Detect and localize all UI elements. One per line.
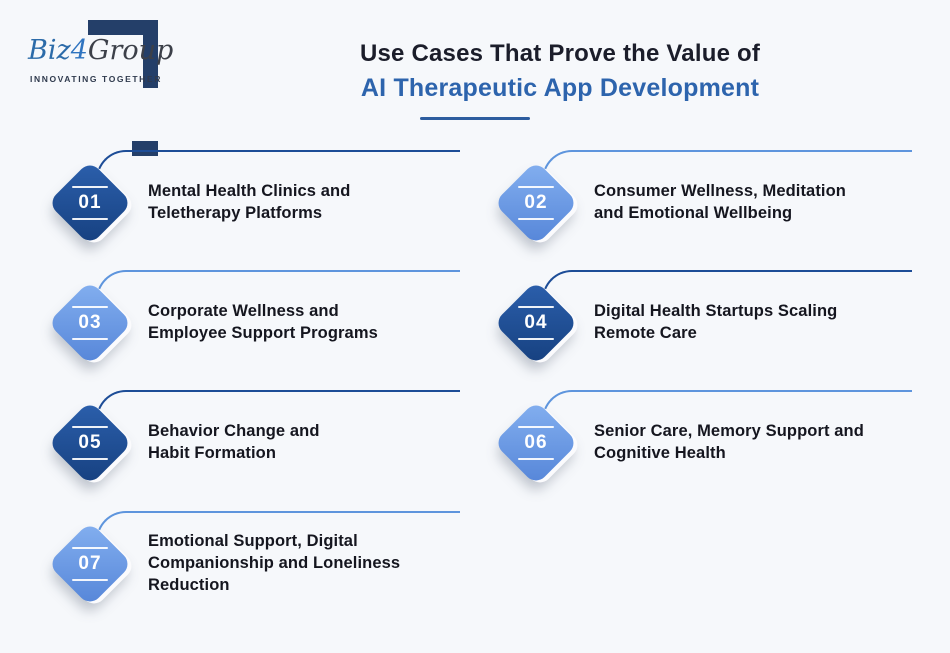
page-title-line1: Use Cases That Prove the Value of xyxy=(359,40,761,67)
number-rule-top xyxy=(72,547,108,549)
brand-name: Biz4Group xyxy=(28,36,173,66)
use-case-label: Consumer Wellness, Meditation and Emotio… xyxy=(594,182,846,222)
number-rule-top xyxy=(518,426,554,428)
brand-name-part2: 4 xyxy=(70,35,88,66)
use-case-label: Digital Health Startups Scaling Remote C… xyxy=(594,302,838,342)
diamond-number-block: 06 xyxy=(506,413,566,473)
use-case-number: 01 xyxy=(78,192,102,213)
use-case-label: Senior Care, Memory Support and Cognitiv… xyxy=(594,422,864,462)
number-rule-bottom xyxy=(518,218,554,220)
number-diamond: 01 xyxy=(47,160,137,248)
number-rule-bottom xyxy=(72,579,108,581)
use-case-number: 02 xyxy=(524,192,548,213)
number-rule-bottom xyxy=(72,218,108,220)
use-case-number: 06 xyxy=(524,432,548,453)
number-rule-top xyxy=(72,306,108,308)
number-rule-bottom xyxy=(518,458,554,460)
number-rule-bottom xyxy=(518,338,554,340)
diamond-number-block: 05 xyxy=(60,413,120,473)
brand-name-part3: Group xyxy=(87,35,174,66)
diamond-number-block: 03 xyxy=(60,293,120,353)
use-case-number: 07 xyxy=(78,553,102,574)
number-diamond: 04 xyxy=(493,280,583,368)
number-diamond: 03 xyxy=(47,280,137,368)
title-underline xyxy=(420,117,530,120)
logo-bracket-foot xyxy=(132,141,158,156)
use-case-label: Corporate Wellness and Employee Support … xyxy=(148,302,378,342)
number-diamond: 05 xyxy=(47,400,137,488)
brand-tagline: INNOVATING TOGETHER xyxy=(30,74,162,84)
use-case-label: Behavior Change and Habit Formation xyxy=(148,422,320,462)
use-case-label: Mental Health Clinics and Teletherapy Pl… xyxy=(148,182,351,222)
logo-bracket-shape xyxy=(88,20,158,156)
page-title: Use Cases That Prove the Value of AI The… xyxy=(170,40,950,103)
number-rule-top xyxy=(518,186,554,188)
number-rule-top xyxy=(72,426,108,428)
use-case-item-05: 05 Behavior Change and Habit Formation xyxy=(28,390,468,508)
use-case-item-04: 04 Digital Health Startups Scaling Remot… xyxy=(474,270,914,388)
diamond-number-block: 01 xyxy=(60,173,120,233)
page-title-line2: AI Therapeutic App Development xyxy=(360,74,760,102)
diamond-number-block: 02 xyxy=(506,173,566,233)
number-rule-bottom xyxy=(72,338,108,340)
use-case-number: 03 xyxy=(78,312,102,333)
number-rule-top xyxy=(72,186,108,188)
use-case-item-03: 03 Corporate Wellness and Employee Suppo… xyxy=(28,270,468,388)
use-case-item-06: 06 Senior Care, Memory Support and Cogni… xyxy=(474,390,914,508)
use-case-item-07: 07 Emotional Support, Digital Companions… xyxy=(28,511,468,629)
use-case-item-02: 02 Consumer Wellness, Meditation and Emo… xyxy=(474,150,914,268)
number-diamond: 02 xyxy=(493,160,583,248)
number-diamond: 06 xyxy=(493,400,583,488)
brand-name-part1: Biz xyxy=(28,35,71,66)
use-case-label: Emotional Support, Digital Companionship… xyxy=(148,532,401,594)
use-case-item-01: 01 Mental Health Clinics and Teletherapy… xyxy=(28,150,468,268)
diamond-number-block: 07 xyxy=(60,534,120,594)
brand-logo: Biz4Group INNOVATING TOGETHER xyxy=(28,16,198,156)
use-case-number: 05 xyxy=(78,432,102,453)
number-diamond: 07 xyxy=(47,521,137,609)
diamond-number-block: 04 xyxy=(506,293,566,353)
number-rule-bottom xyxy=(72,458,108,460)
number-rule-top xyxy=(518,306,554,308)
use-case-number: 04 xyxy=(524,312,548,333)
